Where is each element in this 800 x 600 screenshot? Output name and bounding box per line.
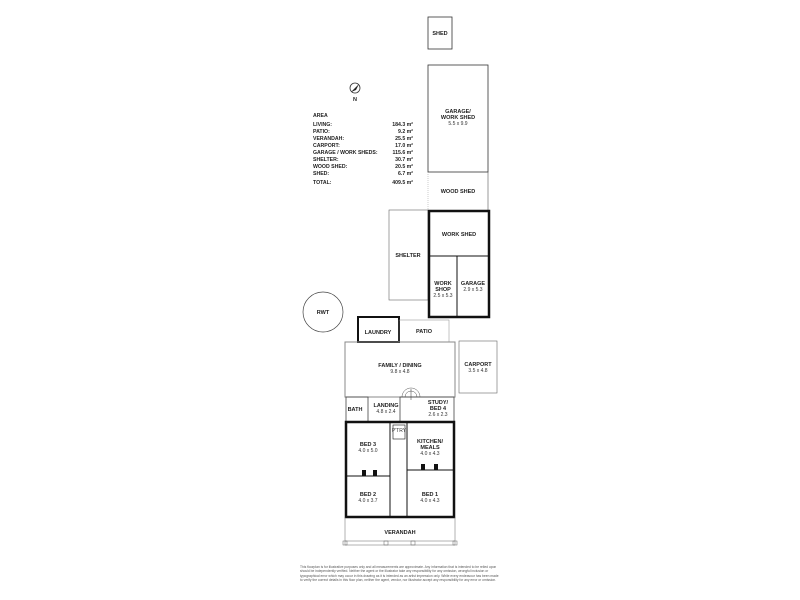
wood-shed-label: WOOD SHED [441, 189, 476, 195]
north-label: N [353, 97, 357, 103]
carport-label: CARPORT [464, 362, 492, 368]
verandah-label: VERANDAH [384, 530, 415, 536]
garage-work-shed-room [427, 64, 489, 173]
landing-label: LANDING [373, 403, 398, 409]
garage-work-shed-label: GARAGE/ [445, 109, 471, 115]
north-arrow-icon [349, 82, 361, 94]
carport-dims: 3.5 x 4.8 [468, 368, 487, 374]
bed3-dims: 4.0 x 5.0 [358, 448, 377, 454]
shed-room [427, 16, 453, 50]
fireplace-icons [362, 464, 438, 476]
carport-area [458, 340, 498, 394]
area-row: WOOD SHED:20.5 m² [313, 164, 413, 170]
wood-shed-room [427, 172, 489, 210]
area-row: LIVING:184.3 m² [313, 122, 413, 128]
area-row: VERANDAH:25.5 m² [313, 136, 413, 142]
landing-dims: 4.8 x 2.4 [376, 409, 395, 415]
kitchen-label: KITCHEN/ [417, 439, 443, 445]
garage-label: GARAGE [461, 281, 485, 287]
bed2-label: BED 2 [360, 492, 376, 498]
study-dims: 2.6 x 2.3 [428, 412, 447, 418]
work-shop-label: WORK [434, 281, 451, 287]
family-dining-dims: 9.8 x 4.8 [390, 369, 409, 375]
kitchen-label-2: MEALS [420, 445, 440, 451]
kitchen-dims: 4.0 x 4.3 [420, 451, 439, 457]
disclaimer: This floorplan is for illustrative purpo… [300, 565, 499, 582]
area-total-row: TOTAL:409.5 m² [313, 180, 413, 186]
garage-work-shed-dims: 5.5 x 9.9 [448, 121, 467, 127]
stairs-icon [401, 387, 421, 400]
area-heading: AREA [313, 113, 328, 119]
work-shop-label-2: SHOP [435, 287, 451, 293]
bed1-dims: 4.0 x 4.3 [420, 498, 439, 504]
study-label: STUDY/ [428, 400, 449, 406]
pantry-label: P'TRY [392, 428, 407, 434]
area-row: SHED:6.7 m² [313, 171, 413, 177]
area-row: GARAGE / WORK SHEDS:115.6 m² [313, 150, 413, 156]
area-table: AREA LIVING:184.3 m² PATIO:9.2 m² VERAND… [313, 113, 413, 187]
shed-label: SHED [432, 31, 447, 37]
shelter-label: SHELTER [395, 253, 420, 259]
area-row: SHELTER:30.7 m² [313, 157, 413, 163]
area-row: CARPORT:17.0 m² [313, 143, 413, 149]
bed3-label: BED 3 [360, 442, 376, 448]
bed1-label: BED 1 [422, 492, 438, 498]
rwt-tank [302, 291, 344, 333]
rwt-label: RWT [317, 310, 330, 316]
garage-work-shed-label-2: WORK SHED [441, 115, 475, 121]
work-shop-dims: 2.5 x 5.3 [433, 293, 452, 299]
area-row: PATIO:9.2 m² [313, 129, 413, 135]
study-label-2: BED 4 [430, 406, 447, 412]
laundry-label: LAUNDRY [365, 330, 392, 336]
bath-label: BATH [348, 407, 363, 413]
family-dining-label: FAMILY / DINING [378, 363, 421, 369]
work-shed-building [427, 209, 491, 319]
work-shed-label: WORK SHED [442, 232, 476, 238]
verandah-area [342, 517, 458, 546]
garage-dims: 2.9 x 5.3 [463, 287, 482, 293]
patio-label: PATIO [416, 329, 433, 335]
house-walls [344, 420, 456, 519]
bed2-dims: 4.0 x 3.7 [358, 498, 377, 504]
